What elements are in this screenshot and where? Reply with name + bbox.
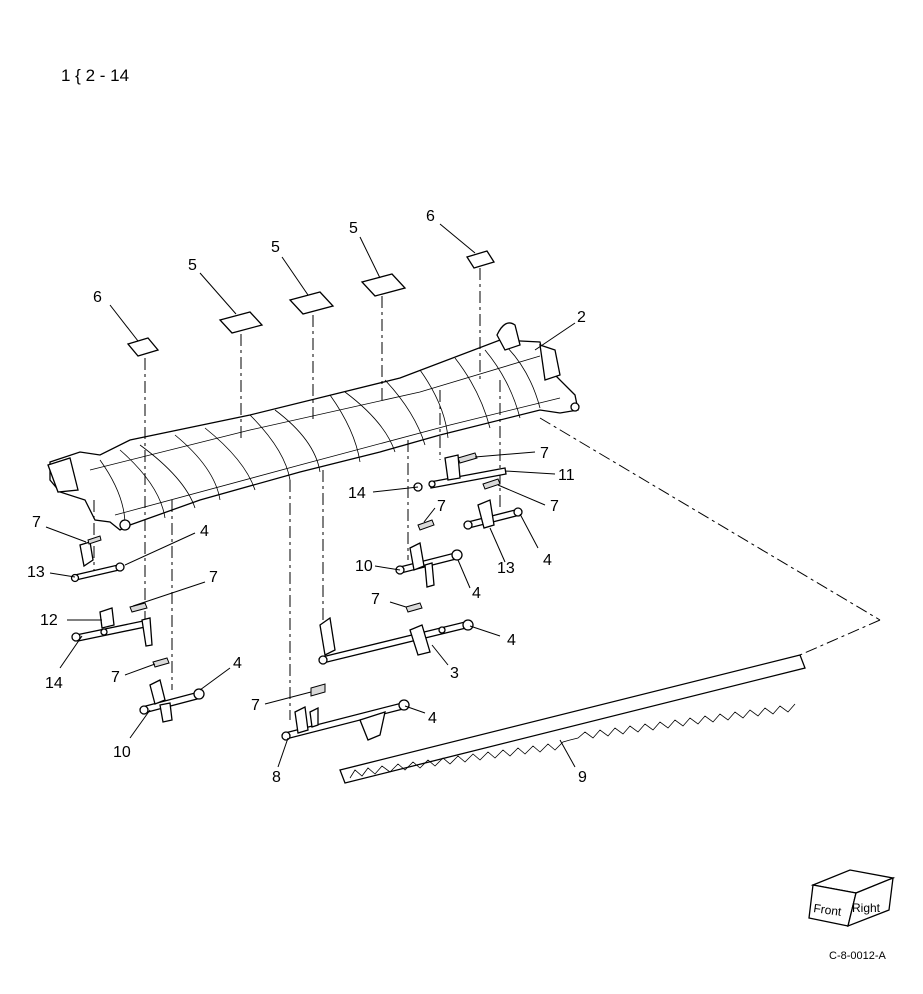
callout-4: 4 — [472, 585, 481, 602]
callout-7: 7 — [540, 445, 549, 462]
callout-5: 5 — [188, 257, 197, 274]
callout-12: 12 — [40, 612, 58, 629]
callout-3: 3 — [450, 665, 459, 682]
callout-14: 14 — [45, 675, 63, 692]
callout-10: 10 — [113, 744, 131, 761]
part-7-blocks — [87, 452, 501, 697]
callout-13: 13 — [497, 560, 515, 577]
callout-7: 7 — [111, 669, 120, 686]
part-9-comb — [339, 654, 806, 784]
callout-5: 5 — [271, 239, 280, 256]
part-10-right — [395, 542, 463, 588]
callout-6: 6 — [426, 208, 435, 225]
part-12-14-left — [71, 607, 153, 647]
assembly-lines — [93, 268, 881, 720]
label-5-2 — [288, 291, 335, 315]
cube-right-label: Right — [852, 901, 881, 915]
callout-7: 7 — [32, 514, 41, 531]
part-3-shaft — [318, 616, 474, 665]
callout-5: 5 — [349, 220, 358, 237]
callout-4: 4 — [200, 523, 209, 540]
label-6-right — [465, 250, 496, 269]
callout-6: 6 — [93, 289, 102, 306]
callout-11: 11 — [558, 467, 575, 484]
callout-4: 4 — [233, 655, 242, 672]
callout-10: 10 — [355, 558, 373, 575]
label-parts — [126, 250, 496, 357]
callout-8: 8 — [272, 769, 281, 786]
part-13-right — [463, 499, 523, 530]
label-6-left — [126, 337, 160, 357]
upper-cover-assembly — [47, 322, 580, 531]
callout-4: 4 — [428, 710, 437, 727]
label-5-3 — [360, 273, 407, 297]
callout-2: 2 — [577, 309, 586, 326]
part-13-left — [70, 541, 125, 583]
callout-labels: 2 3 4 4 4 4 4 4 5 5 5 6 6 7 7 7 7 7 7 7 … — [27, 208, 587, 786]
part-10-left — [139, 679, 205, 723]
cube-front-label: Front — [813, 901, 843, 919]
part-11-14-right — [413, 454, 507, 492]
callout-7: 7 — [209, 569, 218, 586]
part-8-shaft — [281, 699, 410, 741]
callout-13: 13 — [27, 564, 45, 581]
callout-7: 7 — [251, 697, 260, 714]
callout-9: 9 — [578, 769, 587, 786]
leader-lines — [45, 223, 576, 768]
callout-7: 7 — [437, 498, 446, 515]
orientation-cube: Front Right — [808, 869, 896, 928]
callout-7: 7 — [550, 498, 559, 515]
callout-4: 4 — [543, 552, 552, 569]
callout-7: 7 — [371, 591, 380, 608]
figure-code: C-8-0012-A — [829, 950, 887, 962]
label-5-1 — [218, 311, 264, 334]
callout-4: 4 — [507, 632, 516, 649]
callout-14: 14 — [348, 485, 366, 502]
header-part-range: 1 { 2 - 14 — [61, 66, 129, 85]
